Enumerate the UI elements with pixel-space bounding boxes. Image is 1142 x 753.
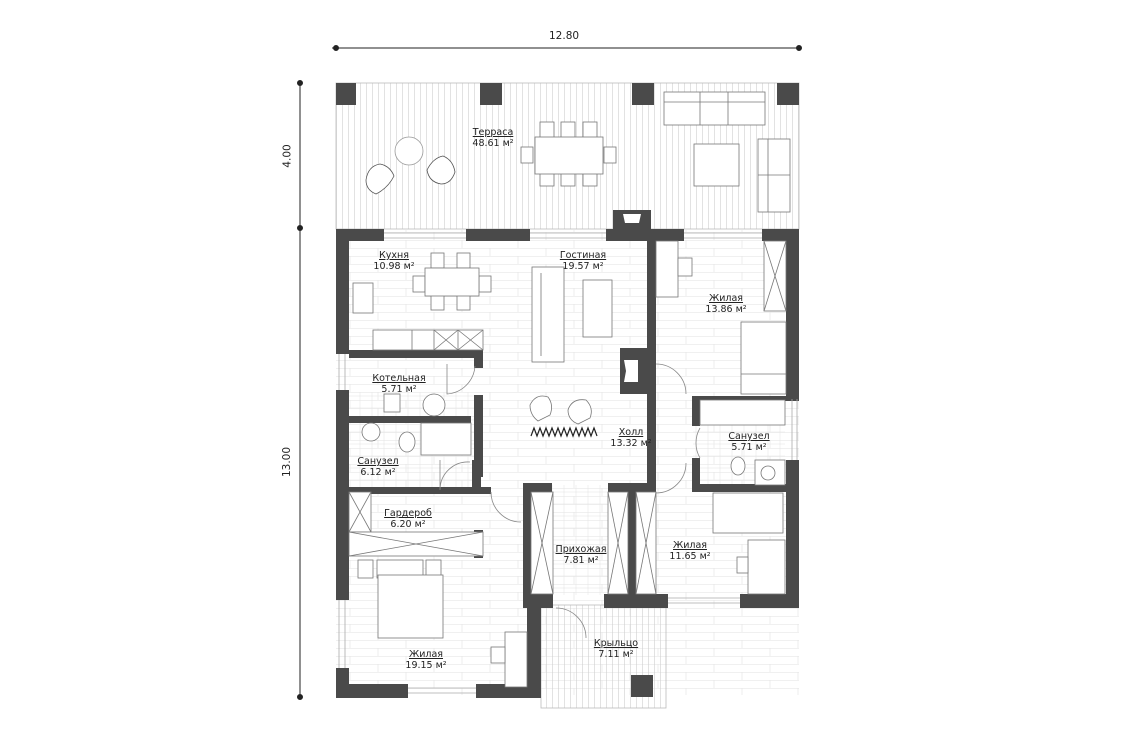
dimension-width-label: 12.80 (549, 30, 580, 42)
room-label-porch: Крыльцо 7.11 м² (593, 638, 639, 660)
room-label-terrace: Терраса 48.61 м² (472, 127, 514, 149)
dimension-house-label: 13.00 (281, 446, 294, 478)
room-label-hall: Холл 13.32 м² (610, 427, 652, 449)
furniture (348, 240, 787, 688)
armchair-icon (365, 155, 456, 195)
room-label-bedroom2: Жилая 19.15 м² (405, 649, 447, 671)
walls (336, 229, 799, 698)
room-label-entry: Прихожая 7.81 м² (555, 544, 607, 566)
radiator-icon (530, 426, 598, 438)
terrace-lounge (663, 91, 791, 213)
terrace (335, 82, 800, 230)
dimension-height (297, 80, 303, 700)
dimension-width (332, 45, 802, 51)
room-label-bedroom1: Жилая 13.86 м² (705, 293, 747, 315)
room-label-bath2: Санузел 5.71 м² (728, 431, 770, 453)
windows (338, 232, 798, 694)
room-label-bath1: Санузел 6.12 м² (357, 456, 399, 478)
doors (439, 363, 701, 639)
room-label-wardrobe: Гардероб 6.20 м² (384, 508, 432, 530)
terrace-dining-table (520, 121, 617, 187)
room-label-living: Гостиная 19.57 м² (559, 250, 607, 272)
dimension-terrace-label: 4.00 (281, 144, 294, 168)
room-label-kitchen: Кухня 10.98 м² (373, 250, 415, 272)
room-label-boiler: Котельная 5.71 м² (372, 373, 426, 395)
room-label-bedroom3: Жилая 11.65 м² (669, 540, 711, 562)
